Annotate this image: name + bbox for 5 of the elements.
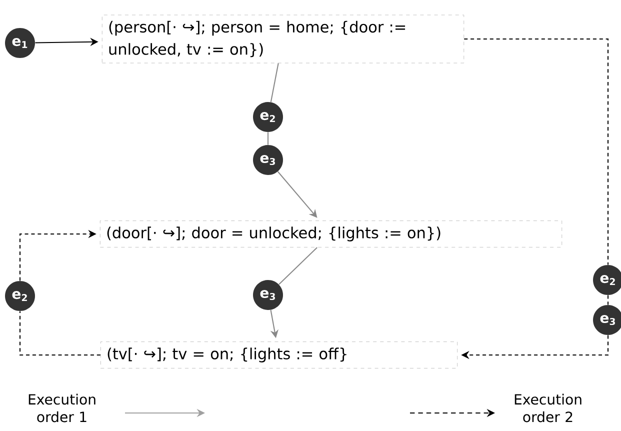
legend-text: Execution order 1 [28,394,96,422]
state-box: (person[· ↪]; person = home; {door := unlocked, tv := on}) [102,14,464,64]
state-box: (tv[· ↪]; tv = on; {lights := off} [100,342,458,368]
legend-text: Execution order 2 [514,394,582,422]
state-box: (door[· ↪]; door = unlocked; {lights := on}) [100,220,562,248]
